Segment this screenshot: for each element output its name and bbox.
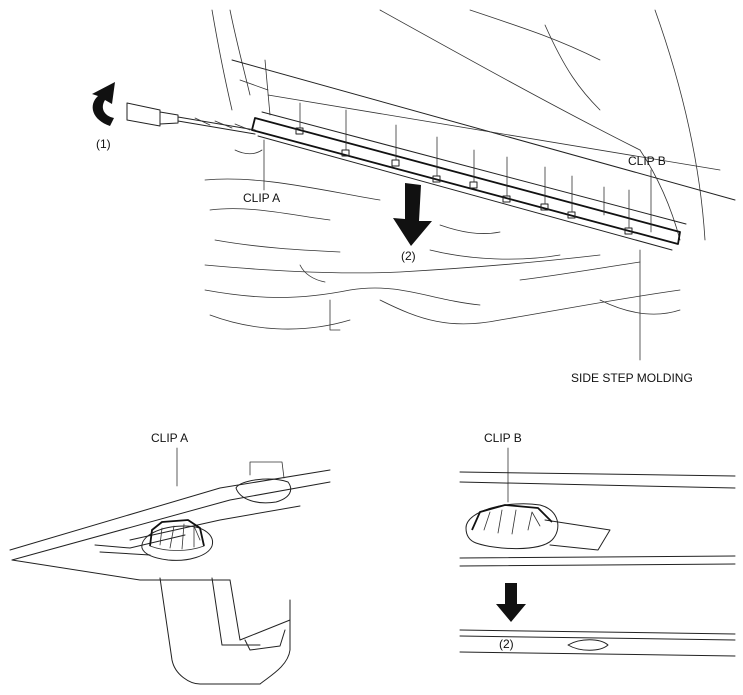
down-arrow-icon [496,583,526,622]
clip-b-detail-label: CLIP B [484,431,522,445]
step-2-detail-label: (2) [499,637,514,651]
clip-b-detail-drawing [459,447,736,657]
side-step-molding-callout: SIDE STEP MOLDING [571,371,693,385]
step-1-label: (1) [96,137,111,151]
clip-a-detail-drawing [9,447,331,685]
step-2-label: (2) [401,249,416,263]
curved-arrow-icon [92,82,115,126]
clip-a-detail-label: CLIP A [151,431,189,445]
clip-b-callout: CLIP B [628,154,666,168]
down-arrow-icon [393,183,432,246]
clip-a-callout: CLIP A [243,191,281,205]
screwdriver-icon [126,102,256,135]
vehicle-body-lines [204,9,736,361]
